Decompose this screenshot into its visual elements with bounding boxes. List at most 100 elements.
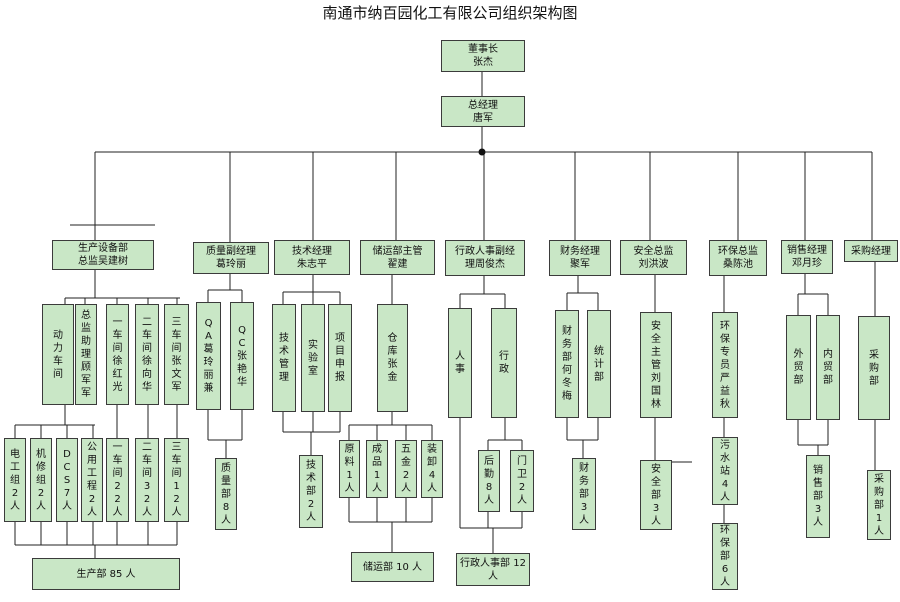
node-label: 行政人事部 12 人: [460, 557, 526, 582]
junction-dot: [478, 148, 486, 156]
node-p-ws2: 二车间徐向华: [135, 304, 159, 405]
node-label: 实验室: [308, 339, 318, 377]
node-label: 采购部1人: [874, 473, 884, 537]
node-label: 采购部: [869, 349, 879, 387]
node-p-public: 公用工程2人: [81, 438, 103, 522]
node-s-raw: 原料1人: [339, 440, 360, 498]
node-label: 环保总监 桑陈池: [718, 246, 758, 270]
node-sf-mgr: 安全主管刘国林: [640, 312, 672, 418]
node-label: 三车间12人: [171, 442, 182, 518]
node-p-dcs: DCS7人: [56, 438, 78, 522]
node-label: 总监助理顾军军: [81, 310, 91, 399]
node-sl-ext: 外贸部: [786, 315, 811, 420]
node-label: 安全部3人: [651, 463, 661, 527]
node-a-total: 行政人事部 12 人: [456, 553, 530, 586]
node-p-ws3: 三车间张文军: [164, 304, 189, 405]
node-t-lab: 实验室: [301, 304, 325, 412]
node-s-hw: 五金2人: [395, 440, 417, 498]
node-label: 采购经理: [851, 245, 891, 257]
node-label: 财务部何冬梅: [562, 326, 572, 402]
node-label: 公用工程2人: [87, 442, 97, 518]
node-label: 项目申报: [335, 333, 345, 383]
node-qa-qa: QA葛玲丽兼: [196, 302, 221, 410]
node-label: 污水站4人: [720, 439, 730, 503]
node-label: 质量部8人: [221, 462, 231, 526]
node-label: 安全总监 刘洪波: [633, 245, 674, 270]
node-label: 财务经理 聚军: [560, 246, 600, 270]
node-label: 动力车间: [53, 329, 63, 380]
node-gm: 总经理 唐军: [441, 96, 525, 127]
node-label: 环保专员严益秋: [720, 320, 730, 410]
node-s-wh: 仓库张金: [377, 304, 408, 412]
node-label: 装卸4人: [427, 444, 437, 494]
node-pu-dept: 采购部: [858, 316, 890, 420]
node-admin-head: 行政人事副经 理周俊杰: [445, 240, 525, 276]
node-store-head: 储运部主管 翟建: [360, 240, 435, 275]
node-label: 内贸部: [823, 349, 833, 386]
node-f-total: 财务部3人: [572, 458, 596, 530]
node-label: 行政人事副经 理周俊杰: [455, 246, 515, 270]
node-label: QA葛玲丽兼: [203, 318, 214, 394]
node-e-sew: 污水站4人: [712, 437, 738, 505]
node-sales-head: 销售经理 邓月珍: [781, 240, 833, 274]
node-label: 三车间张文军: [171, 316, 182, 393]
node-a-log: 后勤8人: [478, 450, 500, 512]
node-s-load: 装卸4人: [421, 440, 443, 498]
node-t-mgmt: 技术管理: [272, 304, 296, 412]
node-e-total: 环保部6人: [712, 523, 738, 590]
node-label: 机修组2人: [36, 448, 46, 512]
node-p-ws3n: 三车间12人: [164, 438, 189, 522]
node-e-spec: 环保专员严益秋: [712, 312, 738, 418]
node-t-total: 技术部2人: [299, 455, 323, 528]
node-p-ws1n: 一车间22人: [106, 438, 129, 522]
node-p-ws2n: 二车间32人: [135, 438, 159, 522]
node-s-fin: 成品1人: [366, 440, 388, 498]
node-label: 安全主管刘国林: [651, 320, 661, 410]
node-label: 仓库张金: [387, 333, 398, 383]
node-tech-head: 技术经理 朱志平: [274, 240, 350, 275]
node-qa-head: 质量副经理 葛玲丽: [193, 242, 269, 274]
node-env-head: 环保总监 桑陈池: [709, 240, 767, 276]
node-label: 质量副经理 葛玲丽: [206, 246, 256, 270]
node-pu-total: 采购部1人: [867, 470, 891, 540]
node-qa-total: 质量部8人: [215, 458, 237, 530]
node-f-fin: 财务部何冬梅: [555, 310, 579, 418]
node-label: 储运部 10 人: [362, 561, 423, 573]
node-label: 二车间徐向华: [142, 316, 152, 393]
node-label: 技术经理 朱志平: [292, 245, 332, 270]
node-sf-total: 安全部3人: [640, 460, 672, 530]
node-safe-head: 安全总监 刘洪波: [620, 240, 687, 275]
node-label: 环保部6人: [720, 525, 730, 588]
chart-title: 南通市纳百园化工有限公司组织架构图: [322, 4, 578, 22]
node-label: 销售经理 邓月珍: [787, 245, 827, 269]
node-fin-head: 财务经理 聚军: [549, 240, 611, 276]
node-label: 人事: [455, 351, 465, 375]
node-sl-total: 销售部3人: [806, 455, 830, 538]
node-s-total: 储运部 10 人: [351, 552, 434, 582]
node-sl-int: 内贸部: [816, 315, 840, 420]
node-p-assist: 总监助理顾军军: [75, 304, 97, 405]
node-t-proj: 项目申报: [328, 304, 352, 412]
node-label: 门卫2人: [517, 456, 527, 506]
node-label: 生产部 85 人: [76, 568, 136, 580]
node-label: 成品1人: [372, 444, 382, 494]
node-label: DCS7人: [62, 448, 72, 512]
node-p-ws1: 一车间徐红光: [106, 304, 129, 405]
node-a-guard: 门卫2人: [510, 450, 534, 512]
node-prod-head: 生产设备部 总监吴建树: [52, 240, 154, 270]
node-a-hr: 人事: [448, 308, 472, 418]
node-p-total: 生产部 85 人: [32, 558, 180, 590]
node-a-adm: 行政: [491, 308, 517, 418]
node-label: 原料1人: [344, 444, 355, 494]
node-label: 统计部: [594, 345, 604, 383]
node-p-power: 动力车间: [42, 304, 74, 405]
node-p-elec: 电工组2人: [4, 438, 26, 522]
node-label: 技术部2人: [306, 460, 316, 523]
node-p-mech: 机修组2人: [30, 438, 52, 522]
node-label: 一车间徐红光: [112, 316, 123, 393]
node-label: 总经理 唐军: [468, 99, 498, 124]
node-label: 外贸部: [793, 349, 804, 386]
node-label: 财务部3人: [579, 462, 589, 526]
node-label: 五金2人: [401, 444, 411, 494]
